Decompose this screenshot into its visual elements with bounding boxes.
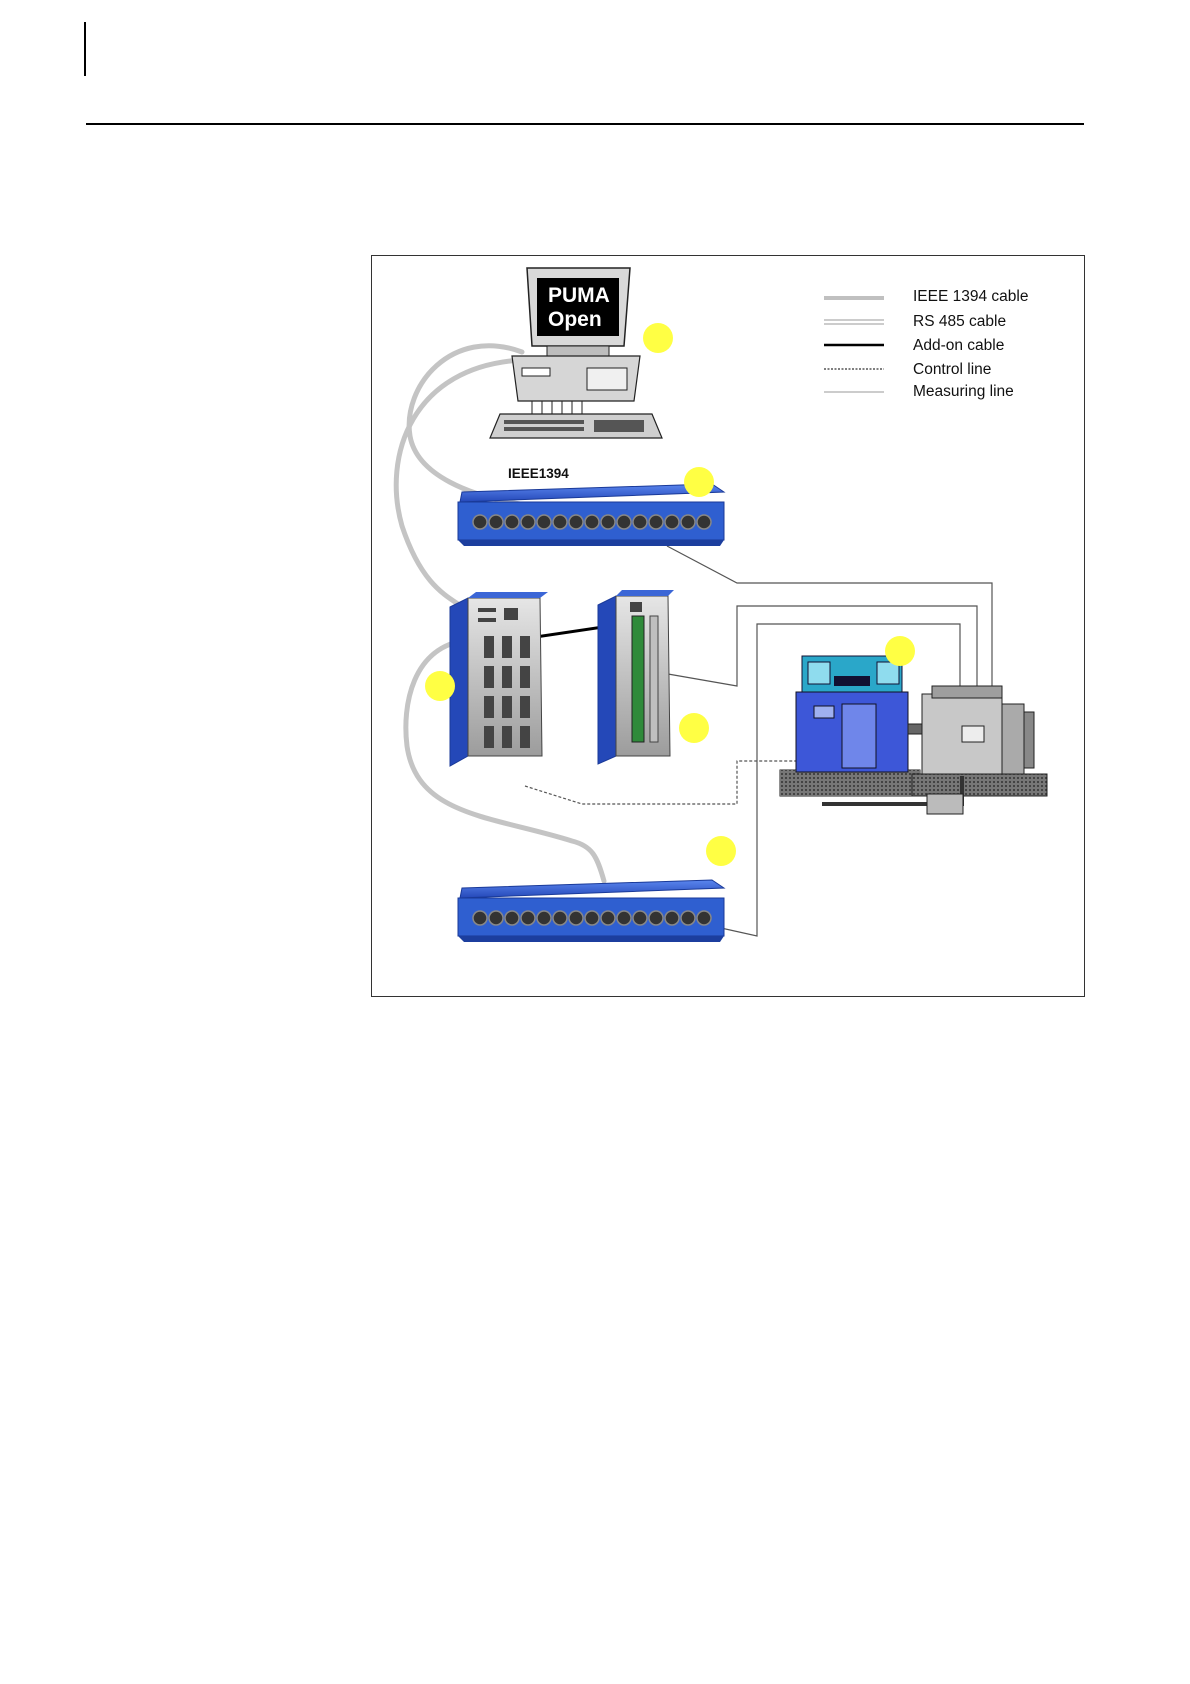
test-bed bbox=[780, 656, 1047, 814]
header-rule bbox=[86, 123, 1084, 125]
legend-label-control: Control line bbox=[913, 361, 991, 379]
monitor-line-2: Open bbox=[548, 308, 610, 332]
measuring-line-module-left bbox=[525, 761, 802, 804]
callout-pc bbox=[643, 323, 673, 353]
io-module bbox=[598, 590, 674, 764]
callout-hub-bottom bbox=[706, 836, 736, 866]
hub-bottom bbox=[458, 880, 724, 942]
monitor-screen-text: PUMA Open bbox=[548, 284, 610, 332]
callout-io-module bbox=[679, 713, 709, 743]
callout-hub-top bbox=[684, 467, 714, 497]
callout-main-module bbox=[425, 671, 455, 701]
legend-label-measuring: Measuring line bbox=[913, 383, 1014, 401]
legend-label-ieee1394: IEEE 1394 cable bbox=[913, 288, 1028, 306]
ieee1394-bus-label: IEEE1394 bbox=[508, 466, 569, 481]
legend-label-rs485: RS 485 cable bbox=[913, 313, 1006, 331]
legend-label-add-on: Add-on cable bbox=[913, 337, 1004, 355]
callout-test-bed bbox=[885, 636, 915, 666]
hub-top bbox=[458, 484, 724, 546]
monitor-line-1: PUMA bbox=[548, 284, 610, 308]
pc-base-unit bbox=[490, 356, 662, 438]
legend-samples bbox=[824, 298, 884, 392]
system-diagram: PUMA Open IEEE1394 IEEE 1394 cable RS 48… bbox=[371, 255, 1085, 997]
main-control-module bbox=[450, 592, 548, 766]
margin-bar bbox=[84, 22, 86, 76]
